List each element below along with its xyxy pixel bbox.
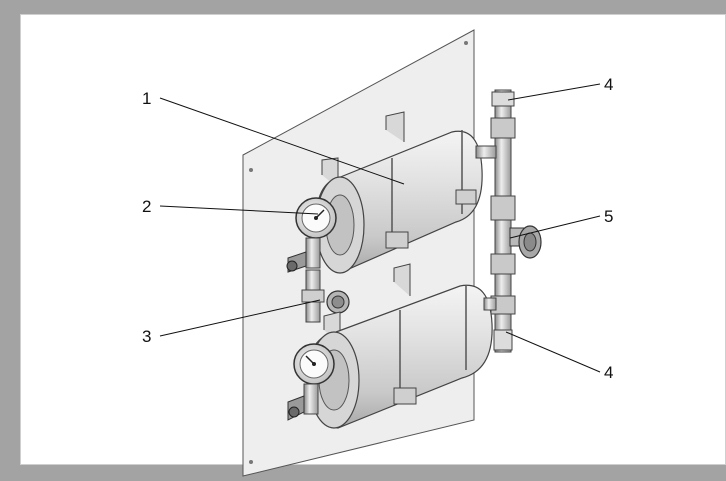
leader-3 xyxy=(159,299,321,337)
lower-pressure-gauge xyxy=(293,343,335,385)
callout-5: 5 xyxy=(604,207,613,226)
callout-3: 3 xyxy=(142,327,151,346)
leader-4-bottom xyxy=(505,331,601,373)
upper-filter-tank xyxy=(315,130,483,274)
callout-1: 1 xyxy=(142,89,151,108)
leader-lines xyxy=(159,83,601,373)
callout-2: 2 xyxy=(142,197,151,216)
callout-4-top: 4 xyxy=(604,75,613,94)
leader-4-top xyxy=(507,83,601,101)
leader-1 xyxy=(159,97,405,185)
upper-pressure-gauge xyxy=(295,197,337,239)
callout-4-bottom: 4 xyxy=(604,363,613,382)
connecting-pipe xyxy=(301,269,350,323)
shutoff-valve xyxy=(509,225,542,259)
manifold-pipe xyxy=(475,89,516,353)
leader-2 xyxy=(159,205,319,215)
lower-drain-valve xyxy=(287,383,319,421)
upper-drain-valve xyxy=(286,237,321,273)
leader-5 xyxy=(509,215,601,239)
